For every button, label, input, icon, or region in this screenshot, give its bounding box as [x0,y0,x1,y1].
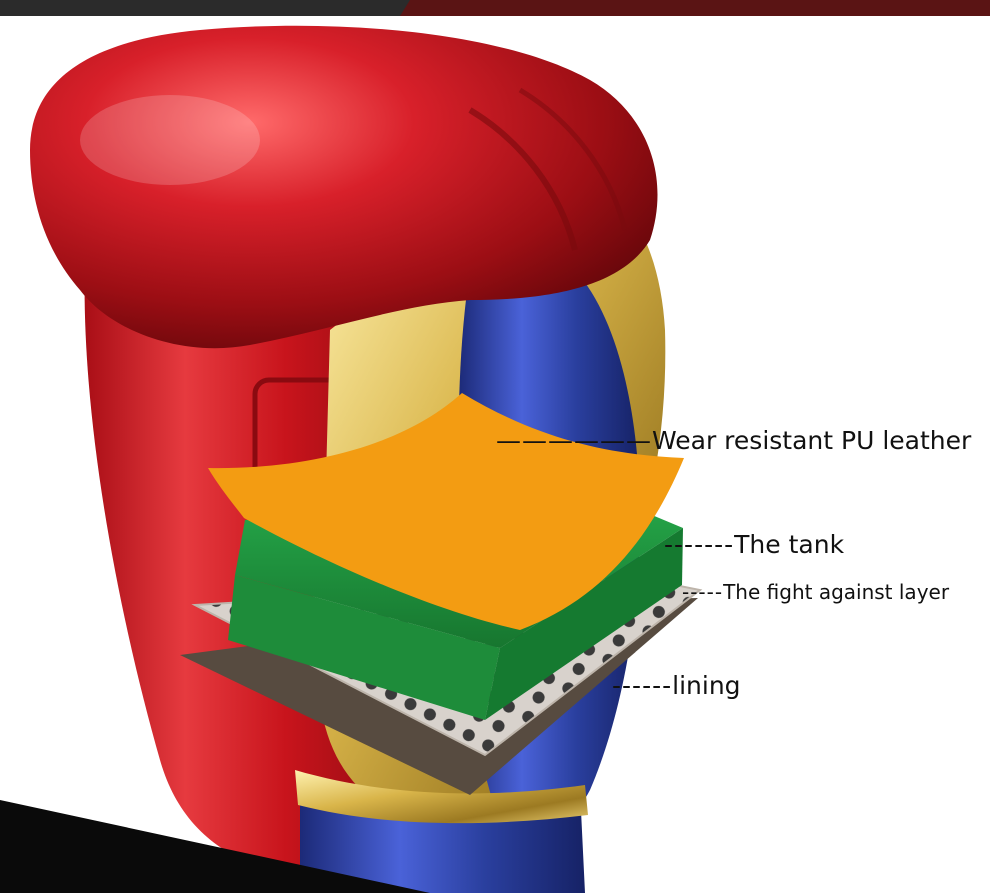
leader-line: ------- [664,530,735,559]
label-text: The tank [734,530,845,559]
glove-fist-crease [468,107,578,251]
label-fight-against-layer: -----The fight against layer [682,582,949,602]
top-bar-red [400,0,990,16]
label-text: lining [672,671,741,700]
glove-fist-crease-2 [518,87,628,231]
label-tank: -------The tank [664,532,844,557]
label-text: The fight against layer [723,580,950,604]
layer-tank-front [228,575,500,720]
label-text: Wear resistant PU leather [652,426,972,455]
glove-shine [80,95,260,185]
leader-line: —————— [496,426,652,455]
label-lining: ------lining [612,673,741,698]
leader-line: ------ [612,671,673,700]
layer-tank-side [485,528,683,720]
glove-cuff-trim [295,770,588,824]
bottom-black-wedge [0,800,430,893]
glove-fist [30,25,658,349]
label-pu-leather: ——————Wear resistant PU leather [496,428,971,453]
leader-line: ----- [682,580,724,604]
layer-pu-leather [208,393,684,630]
